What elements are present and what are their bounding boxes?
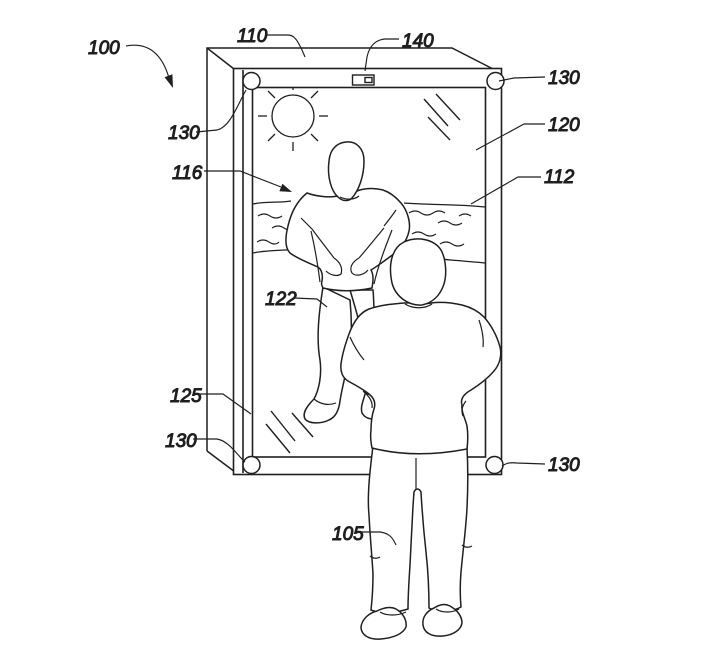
ref-label-120: 120: [548, 115, 580, 136]
mirror-casing: [206, 47, 498, 473]
ref-label-140: 140: [402, 31, 434, 52]
ref-label-122: 122: [265, 289, 297, 310]
viewer-torso: [340, 301, 502, 455]
corner-sensor-icon: [485, 455, 504, 475]
ref-label-110: 110: [237, 26, 268, 47]
corner-sensor-icon: [242, 71, 261, 91]
viewer-pants: [367, 445, 469, 614]
arrowhead: [164, 74, 173, 88]
ref-label-105: 105: [332, 524, 364, 545]
ref-label-130-top-left: 130: [168, 123, 200, 144]
viewer-shoe: [360, 606, 407, 640]
corner-sensor-icon: [242, 455, 261, 475]
viewer-shoe: [422, 603, 463, 637]
ref-label-130-top-right: 130: [548, 68, 580, 89]
glare-lines-bottom: [265, 410, 314, 454]
ref-label-100: 100: [88, 38, 120, 59]
ref-label-130-bottom-left: 130: [165, 431, 197, 452]
ref-label-116: 116: [172, 163, 203, 184]
ref-label-125: 125: [170, 386, 202, 407]
viewer-person: [340, 238, 502, 640]
corner-sensor-icon: [486, 71, 505, 91]
mirror-display: [253, 88, 485, 454]
corner-sensors: [242, 71, 505, 475]
viewer-head: [389, 238, 447, 306]
camera-module-icon: [351, 74, 375, 86]
ref-label-130-bottom-right: 130: [548, 455, 580, 476]
arrowhead: [279, 183, 292, 192]
sun-icon: [258, 88, 328, 151]
reference-labels: 100 110 140 130 130 120 116 112 122 125 …: [88, 26, 581, 546]
glare-lines-top: [423, 93, 461, 141]
ref-label-112: 112: [544, 167, 575, 188]
